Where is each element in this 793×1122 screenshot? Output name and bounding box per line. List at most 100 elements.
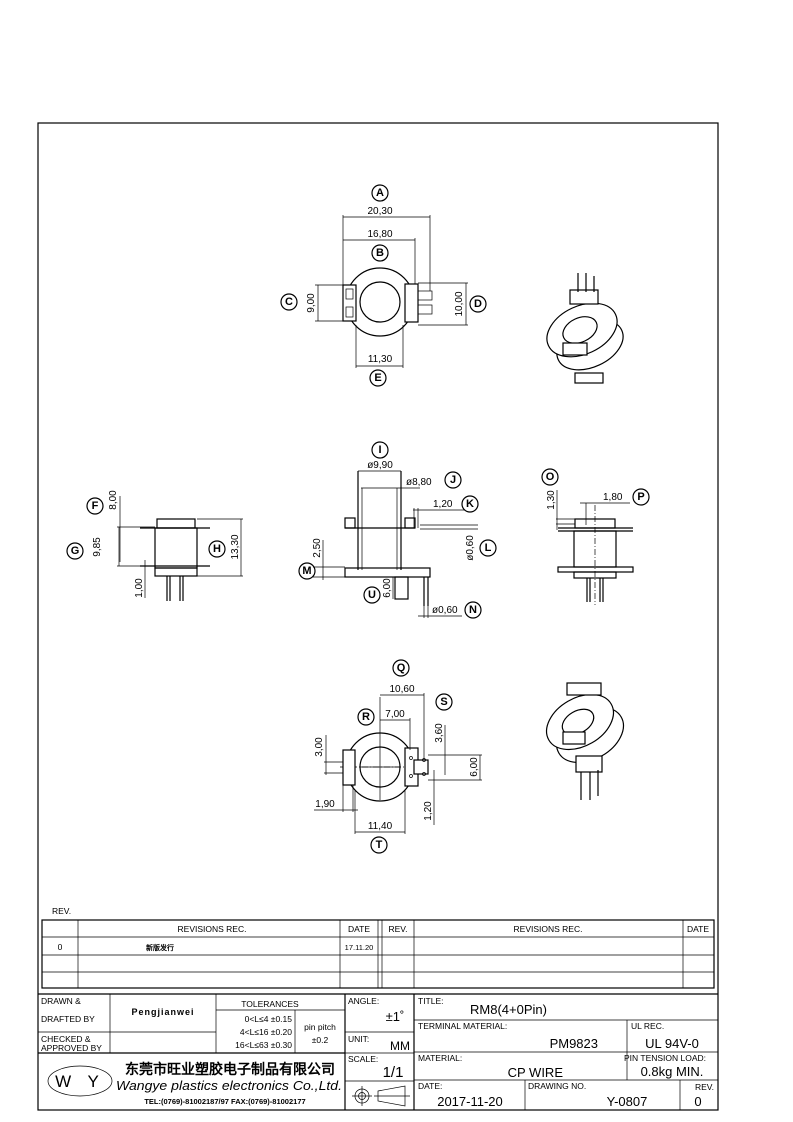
unit-value: MM [390, 1039, 410, 1053]
label-S: S [440, 696, 447, 708]
label-C: C [285, 296, 293, 308]
rev-header-rec-right: REVISIONS REC. [514, 924, 583, 934]
label-O: O [546, 471, 555, 483]
ul-rec-label: UL REC. [631, 1021, 664, 1031]
dim-Q: 10,60 [389, 684, 414, 695]
company-name-cn: 东莞市旺业塑胶电子制品有限公司 [125, 1061, 335, 1077]
rev-caption: REV. [52, 906, 71, 916]
company-logo-text: W Y [55, 1072, 105, 1091]
dim-G: 9,85 [92, 537, 103, 557]
top-view: 20,30 16,80 9,00 10,00 11,30 A B C D E [280, 184, 487, 387]
label-J: J [450, 474, 456, 486]
label-L: L [485, 542, 492, 554]
rev-row-rev: 0 [58, 942, 63, 952]
label-F: F [92, 500, 99, 512]
pin-pitch-label: pin pitch [304, 1022, 336, 1032]
approved-label: APPROVED BY [41, 1043, 102, 1053]
company-name-en: Wangye plastics electronics Co.,Ltd. [116, 1078, 342, 1093]
date-label: DATE: [418, 1081, 442, 1091]
date-value: 2017-11-20 [437, 1094, 503, 1109]
revisions-table: REV. REVISIONS REC. DATE REV. REVISIONS … [41, 906, 715, 989]
dim-L: ø0,60 [465, 535, 476, 561]
tolerance-1: 0<L≤4 ±0.15 [245, 1014, 293, 1024]
dim-R: 7,00 [385, 709, 405, 720]
dim-U: 6,00 [382, 578, 393, 598]
projection-symbol-icon [352, 1085, 410, 1107]
tolerances-label: TOLERANCES [241, 999, 299, 1009]
terminal-material-label: TERMINAL MATERIAL: [418, 1021, 507, 1031]
pin-tension-label: PIN TENSION LOAD: [624, 1053, 706, 1063]
drawn-by-value: Pengjianwei [131, 1007, 194, 1017]
rev-header-date-right: DATE [687, 924, 709, 934]
dim-H: 13,30 [230, 534, 241, 559]
dim-T: 11,40 [368, 821, 393, 832]
checked-label: CHECKED & [41, 1034, 91, 1044]
material-label: MATERIAL: [418, 1053, 462, 1063]
drawing-no-label: DRAWING NO. [528, 1081, 586, 1091]
label-A: A [376, 187, 384, 199]
tolerance-3: 16<L≤63 ±0.30 [235, 1040, 292, 1050]
label-B: B [376, 247, 384, 259]
dim-1-90: 1,90 [315, 799, 335, 810]
pin-tension-value: 0.8kg MIN. [641, 1064, 704, 1079]
label-K: K [466, 498, 474, 510]
rev-header-date-left: DATE [348, 924, 370, 934]
label-D: D [474, 298, 482, 310]
scale-label: SCALE: [348, 1054, 378, 1064]
label-U: U [368, 589, 376, 601]
isometric-view-top [546, 273, 624, 384]
material-value: CP WIRE [508, 1065, 564, 1080]
dim-N: ø0,60 [432, 605, 458, 616]
scale-value: 1/1 [383, 1064, 404, 1081]
isometric-view-bottom [545, 682, 625, 800]
dim-D: 10,00 [454, 291, 465, 316]
rev-value: 0 [694, 1094, 701, 1109]
dim-B: 16,80 [367, 229, 392, 240]
label-N: N [469, 604, 477, 616]
dim-K: 1,20 [433, 499, 453, 510]
dim-S: 3,60 [434, 723, 445, 743]
dim-I: ø9,90 [367, 460, 393, 471]
angle-label: ANGLE: [348, 996, 379, 1006]
pin-pitch-value: ±0.2 [312, 1035, 329, 1045]
drawn-label: DRAWN & [41, 996, 81, 1006]
title-value: RM8(4+0Pin) [470, 1002, 547, 1017]
rev-header-rec-left: REVISIONS REC. [178, 924, 247, 934]
dim-pin: 1,00 [134, 578, 145, 598]
ul-rec-value: UL 94V-0 [645, 1036, 699, 1051]
dim-1-20: 1,20 [423, 801, 434, 821]
title-block: DRAWN & DRAFTED BY Pengjianwei CHECKED &… [38, 993, 718, 1110]
title-label: TITLE: [418, 996, 444, 1006]
dim-O: 1,30 [546, 490, 557, 510]
label-R: R [362, 711, 370, 723]
dim-3-00: 3,00 [314, 737, 325, 757]
label-M: M [302, 565, 311, 577]
label-H: H [213, 543, 221, 555]
company-contact: TEL:(0769)-81002187/97 FAX:(0769)-810021… [144, 1097, 305, 1106]
terminal-material-value: PM9823 [550, 1036, 598, 1051]
drafted-label: DRAFTED BY [41, 1014, 95, 1024]
left-side-view: 8,00 9,85 13,30 1,00 F G H [66, 490, 243, 601]
rev-row-rec: 新版发行 [146, 943, 174, 952]
label-I: I [378, 444, 381, 456]
label-G: G [71, 545, 80, 557]
drawing-frame [37, 122, 719, 1111]
bottom-view: 10,60 7,00 3,60 3,00 6,00 1,90 1,20 11,4… [314, 659, 482, 854]
label-Q: Q [397, 662, 406, 674]
right-side-view: 1,30 1,80 O P [541, 468, 650, 605]
dim-P: 1,80 [603, 492, 623, 503]
drawing-no-value: Y-0807 [607, 1094, 648, 1109]
dim-C: 9,00 [306, 293, 317, 313]
label-T: T [376, 839, 383, 851]
dim-M: 2,50 [312, 538, 323, 558]
dim-6-00: 6,00 [469, 757, 480, 777]
front-side-view: ø9,90 ø8,80 1,20 ø0,60 2,50 6,00 ø0,60 I… [298, 441, 497, 619]
dim-F: 8,00 [108, 490, 119, 510]
dim-J: ø8,80 [406, 477, 432, 488]
dim-A: 20,30 [367, 206, 392, 217]
tolerance-2: 4<L≤16 ±0.20 [240, 1027, 292, 1037]
label-P: P [637, 491, 644, 503]
unit-label: UNIT: [348, 1034, 369, 1044]
rev-label: REV. [695, 1082, 714, 1092]
